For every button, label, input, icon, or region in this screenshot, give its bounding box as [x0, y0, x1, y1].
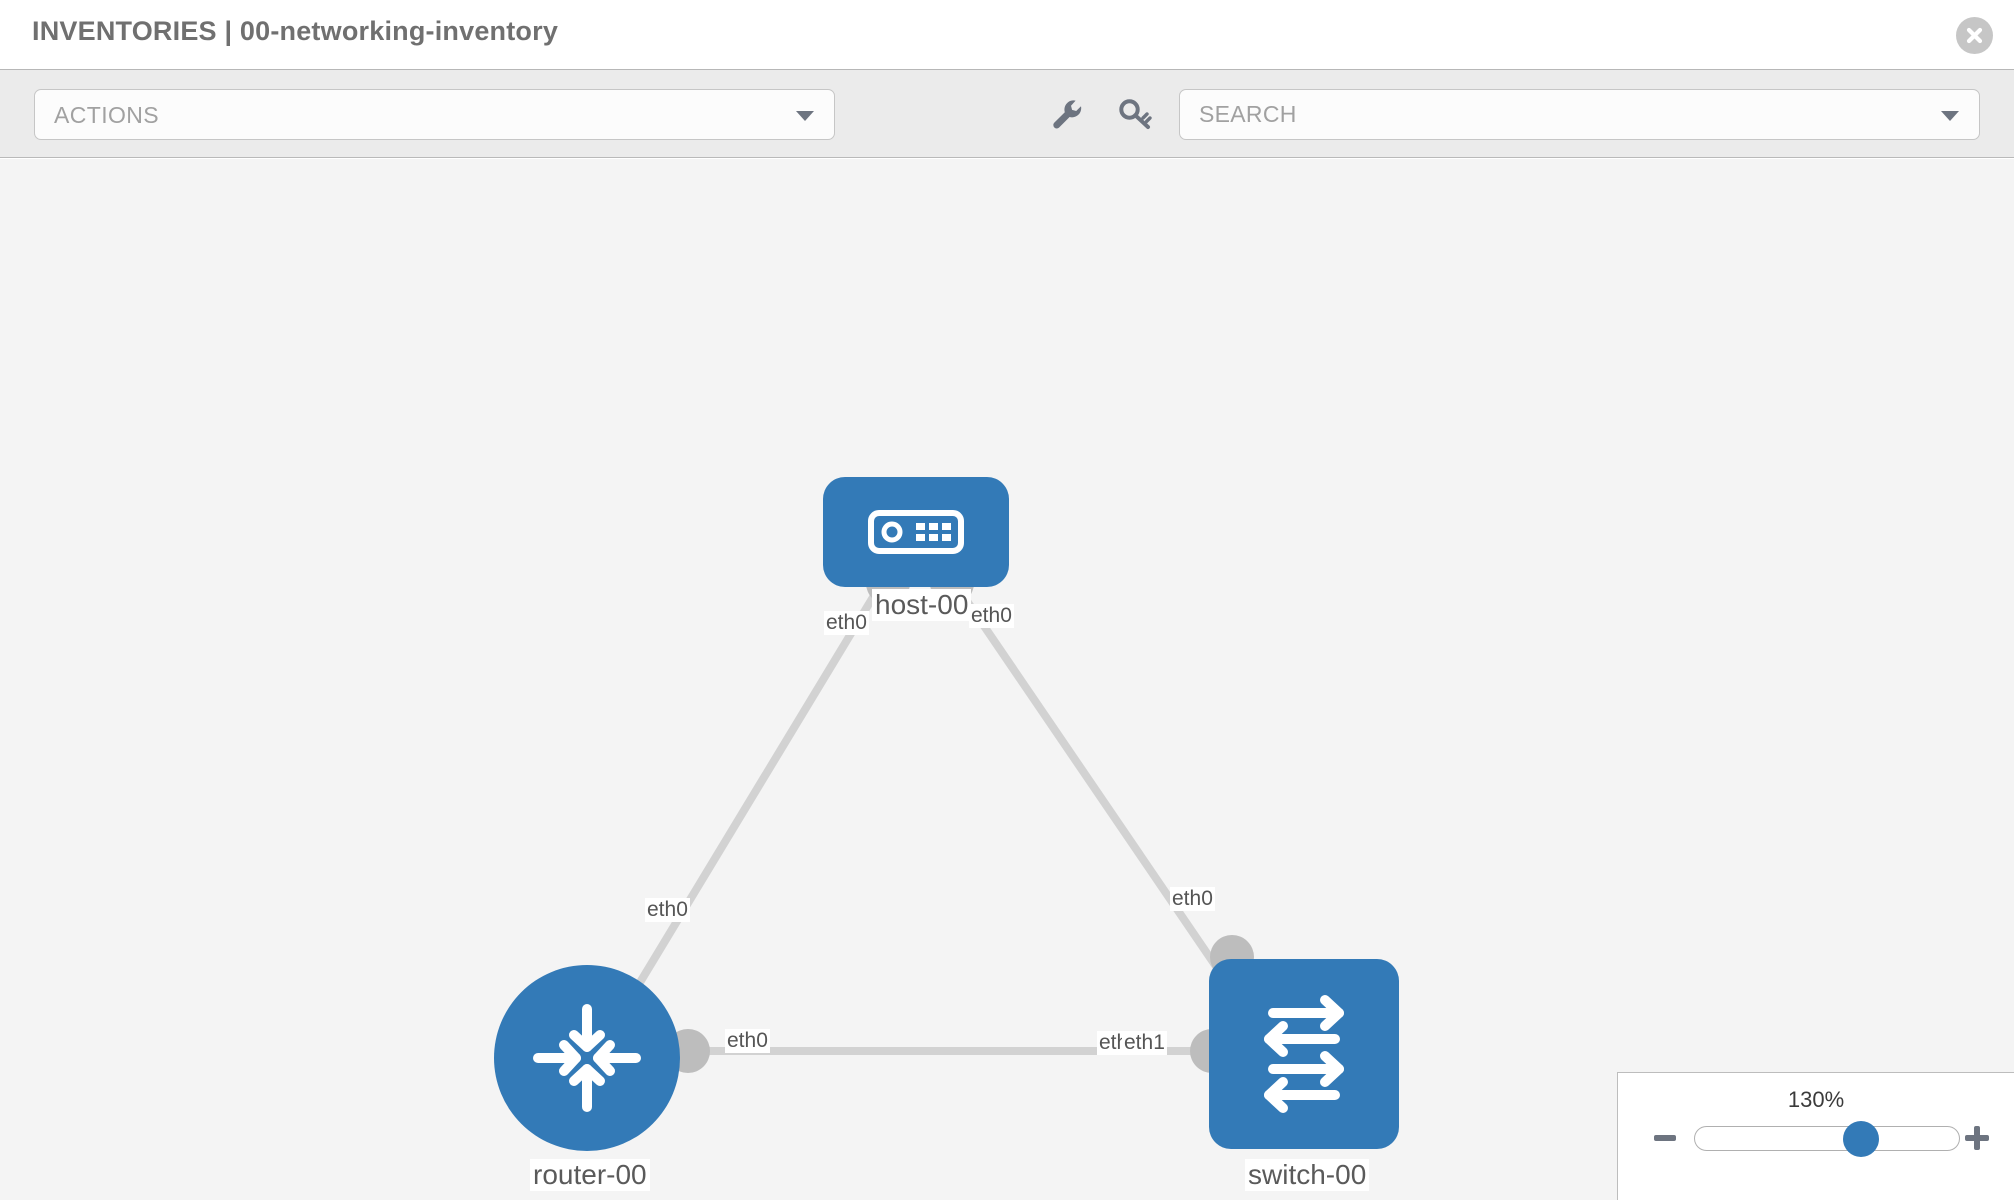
node-router-00-shape: [494, 965, 680, 1151]
toolbar: ACTIONS: [0, 70, 2014, 158]
wrench-button[interactable]: [1045, 92, 1089, 136]
links: [632, 576, 1234, 1055]
iface-label: eth0: [1170, 887, 1215, 912]
zoom-control: 130%: [1617, 1072, 2014, 1200]
router-arrows-in-icon: [533, 1004, 641, 1112]
iface-label: eth1: [1122, 1031, 1167, 1056]
node-host-00-shape: [823, 477, 1009, 587]
actions-dropdown[interactable]: ACTIONS: [34, 89, 835, 140]
minus-icon: [1654, 1135, 1676, 1141]
zoom-out-button[interactable]: [1648, 1121, 1682, 1155]
node-switch-00[interactable]: [1209, 959, 1399, 1149]
search-input[interactable]: [1199, 90, 1919, 139]
topology-graph: [632, 561, 1254, 1073]
topology-canvas[interactable]: host-00 router-00 switch-00 eth0 eth0 et…: [0, 159, 2014, 1200]
link-host-switch[interactable]: [948, 576, 1234, 990]
node-router-00[interactable]: [494, 965, 680, 1151]
node-label-router-00: router-00: [530, 1159, 650, 1192]
zoom-in-button[interactable]: [1960, 1121, 1994, 1155]
server-appliance-icon: [868, 510, 964, 554]
key-icon: [1119, 99, 1152, 129]
zoom-level-label: 130%: [1787, 1087, 1845, 1112]
switch-arrows-icon: [1264, 995, 1344, 1113]
node-label-host-00: host-00: [872, 589, 972, 622]
iface-label: eth0: [725, 1029, 770, 1054]
close-icon: [1966, 27, 1983, 44]
node-host-00[interactable]: [823, 477, 1009, 587]
iface-label: eth0: [645, 898, 690, 923]
search-chevron-down-icon[interactable]: [1941, 111, 1959, 121]
node-label-switch-00: switch-00: [1245, 1159, 1370, 1192]
page-header: INVENTORIES | 00-networking-inventory: [0, 0, 2014, 70]
key-button[interactable]: [1113, 92, 1157, 136]
plus-icon: [1965, 1126, 1989, 1150]
connector-nubs: [666, 561, 1254, 1073]
close-button[interactable]: [1956, 17, 1993, 54]
page-title: INVENTORIES | 00-networking-inventory: [32, 16, 559, 46]
wrench-icon: [1053, 100, 1082, 129]
zoom-slider-thumb[interactable]: [1843, 1121, 1880, 1157]
actions-dropdown-label: ACTIONS: [54, 102, 160, 128]
zoom-slider[interactable]: [1694, 1121, 1960, 1157]
search-field[interactable]: [1179, 89, 1980, 140]
node-switch-00-shape: [1209, 959, 1399, 1149]
link-host-router[interactable]: [632, 576, 888, 992]
chevron-down-icon: [796, 111, 814, 121]
iface-label: eth0: [969, 604, 1014, 629]
iface-label: eth0: [824, 611, 869, 636]
